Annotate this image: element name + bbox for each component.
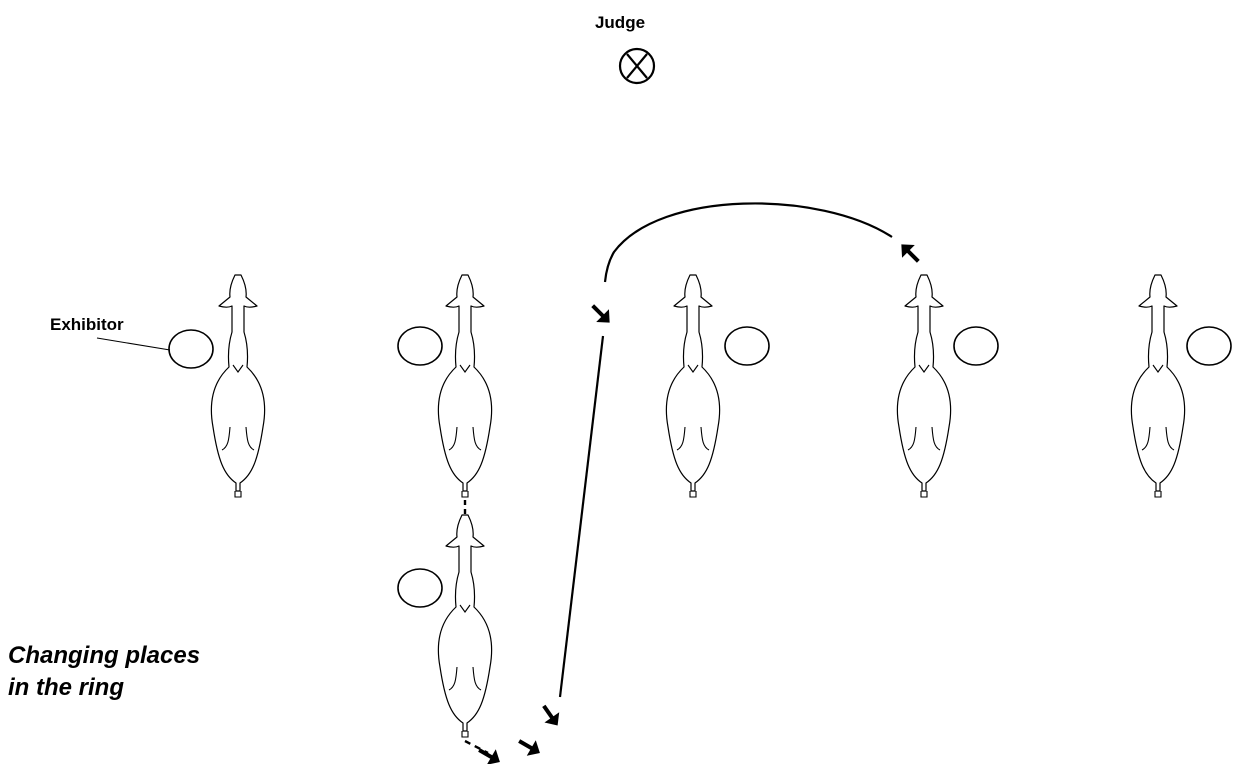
animal-icon — [1130, 274, 1186, 498]
animal-icon — [437, 274, 493, 498]
animal-icon — [210, 274, 266, 498]
arrow-icon — [591, 304, 610, 323]
exhibitor-icon — [397, 326, 443, 366]
exhibitor-icon — [953, 326, 999, 366]
diagram-caption: Changing places in the ring — [8, 640, 200, 704]
animal-icon — [896, 274, 952, 498]
exhibitor-icon — [1186, 326, 1232, 366]
movement-path — [603, 202, 893, 283]
caption-line: Changing places — [8, 642, 201, 669]
exhibitor-label: Exhibitor — [50, 315, 124, 334]
exhibitor-leader-line — [96, 337, 171, 351]
judge-label: Judge — [594, 13, 646, 32]
movement-path — [558, 335, 605, 698]
arrow-icon — [542, 704, 560, 726]
exhibitor-icon — [397, 568, 443, 608]
dashed-path — [464, 739, 489, 755]
judge-marker-icon — [618, 47, 656, 85]
exhibitor-icon — [168, 329, 214, 369]
arrow-icon — [901, 244, 920, 263]
exhibitor-icon — [724, 326, 770, 366]
animal-icon — [665, 274, 721, 498]
arrow-icon — [518, 739, 540, 756]
caption-line: in the ring — [8, 674, 124, 701]
animal-icon — [437, 514, 493, 738]
arrow-icon — [478, 748, 500, 764]
